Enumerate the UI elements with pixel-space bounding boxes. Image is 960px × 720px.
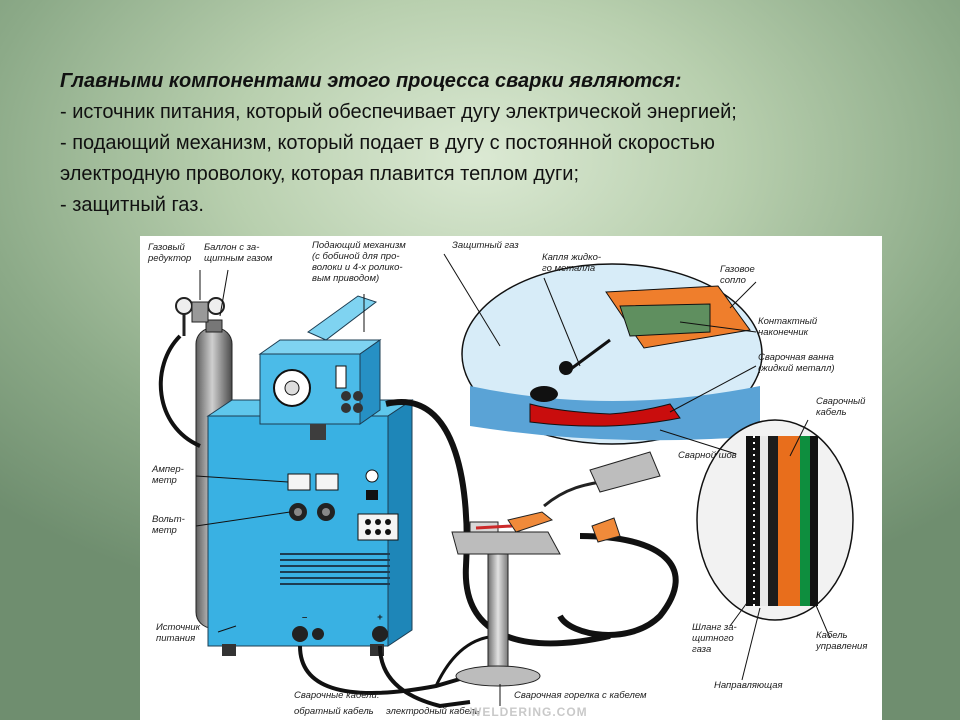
label-feed-mechanism-2: (с бобиной для про- xyxy=(312,251,400,262)
weld-seam-zoom xyxy=(529,403,681,427)
gas-reducer xyxy=(175,297,225,336)
label-shielding-gas: Защитный газ xyxy=(452,240,519,251)
svg-text:обратный кабель: обратный кабель xyxy=(294,706,374,717)
bullet-power-source: - источник питания, который обеспечивает… xyxy=(60,101,737,123)
label-molten-drop-2: го металла xyxy=(542,263,595,274)
label-gas-hose-1: Шланг за- xyxy=(692,622,737,633)
welding-diagram: – + xyxy=(140,236,882,720)
label-welding-cables: Сварочные кабели: xyxy=(294,690,380,701)
torch-tip-zoom xyxy=(461,263,763,445)
label-control-cable-1: Кабель xyxy=(816,630,848,641)
panel-plus: + xyxy=(377,612,383,623)
svg-text:электродный кабель: электродный кабель xyxy=(386,706,480,717)
leader-lines xyxy=(195,253,831,706)
svg-text:Вольт-метр: Вольт-метр xyxy=(152,514,185,536)
label-ammeter-2: метр xyxy=(152,475,177,486)
label-power-source-2: питания xyxy=(156,633,195,644)
label-voltmeter-2: метр xyxy=(152,525,177,536)
label-gas-nozzle-2: сопло xyxy=(720,275,746,286)
svg-text:Подающий механизм(с бобиной дл: Подающий механизм(с бобиной для про-воло… xyxy=(312,240,406,284)
torch-cable-loop xyxy=(557,533,679,638)
label-weld-seam: Сварной шов xyxy=(678,450,737,461)
label-feed-mechanism-1: Подающий механизм xyxy=(312,240,406,251)
label-weld-pool-2: (жидкий металл) xyxy=(758,363,834,374)
feed-mechanism-unit xyxy=(258,295,382,440)
svg-text:Ампер-метр: Ампер-метр xyxy=(151,464,184,486)
bullet-feed-mechanism: - подающий механизм, который подает в ду… xyxy=(60,132,715,154)
svg-text:Сварной шов: Сварной шов xyxy=(678,450,737,461)
label-gas-hose-3: газа xyxy=(692,644,711,655)
welding-glove xyxy=(589,451,661,493)
label-control-cable-2: управления xyxy=(815,641,867,652)
control-buttons xyxy=(357,513,399,541)
label-power-source-1: Источник xyxy=(156,622,201,633)
label-gas-reducer-1: Газовый xyxy=(148,242,185,253)
svg-text:Сварочные кабели:: Сварочные кабели: xyxy=(294,690,380,701)
label-molten-drop-1: Капля жидко- xyxy=(542,252,601,263)
voltmeter-display xyxy=(315,473,339,491)
label-torch-with-cable: Сварочная горелка с кабелем xyxy=(514,690,647,701)
label-gas-cylinder-1: Баллон с за- xyxy=(204,242,259,253)
label-feed-mechanism-3: волоки и 4-х ролико- xyxy=(312,262,403,273)
label-gas-hose-2: щитного xyxy=(692,633,734,644)
svg-text:Капля жидко-го металла: Капля жидко-го металла xyxy=(542,252,601,274)
svg-text:Защитный газ: Защитный газ xyxy=(452,240,519,251)
label-gas-cylinder-2: щитным газом xyxy=(204,253,273,264)
torch-cable xyxy=(385,399,611,647)
cable-cross-section-zoom xyxy=(696,419,854,621)
welding-torch xyxy=(507,451,661,543)
label-electrode-cable: электродный кабель xyxy=(386,706,480,717)
label-ammeter-1: Ампер- xyxy=(151,464,184,475)
contact-tip-zoom xyxy=(619,303,711,337)
molten-drop xyxy=(559,361,573,375)
label-voltmeter-1: Вольт- xyxy=(152,514,185,525)
panel-minus: – xyxy=(302,612,308,623)
vent-grille xyxy=(280,553,390,585)
gas-hose-line xyxy=(158,334,201,448)
bullet-shielding-gas: - защитный газ. xyxy=(60,194,204,216)
label-return-cable: обратный кабель xyxy=(294,706,374,717)
electrode-cable xyxy=(378,645,471,709)
slide-text: Главными компонентами этого процесса сва… xyxy=(60,66,920,221)
svg-text:Направляющая: Направляющая xyxy=(714,680,783,691)
svg-text:Сварочная горелка с кабелем: Сварочная горелка с кабелем xyxy=(514,690,647,701)
label-contact-tip-1: Контактный xyxy=(758,316,818,327)
label-gas-reducer-2: редуктор xyxy=(147,253,191,264)
svg-text:Баллон с за-щитным газом: Баллон с за-щитным газом xyxy=(204,242,273,264)
label-contact-tip-2: наконечник xyxy=(758,327,809,338)
label-feed-mechanism-4: вым приводом) xyxy=(312,273,379,284)
label-welding-cable-1: Сварочный xyxy=(816,396,866,407)
watermark: WELDERING.COM xyxy=(470,705,588,719)
label-guide: Направляющая xyxy=(714,680,783,691)
ammeter-display xyxy=(287,473,311,491)
label-gas-nozzle-1: Газовое xyxy=(720,264,755,275)
bullet-feed-mechanism-cont: электродную проволоку, которая плавится … xyxy=(60,163,580,185)
welding-diagram-svg: – + xyxy=(147,240,867,719)
label-welding-cable-2: кабель xyxy=(816,407,846,418)
svg-text:Сварочная ванна(жидкий металл): Сварочная ванна(жидкий металл) xyxy=(758,352,834,374)
label-weld-pool-1: Сварочная ванна xyxy=(758,352,834,363)
slide-heading: Главными компонентами этого процесса сва… xyxy=(60,70,682,92)
